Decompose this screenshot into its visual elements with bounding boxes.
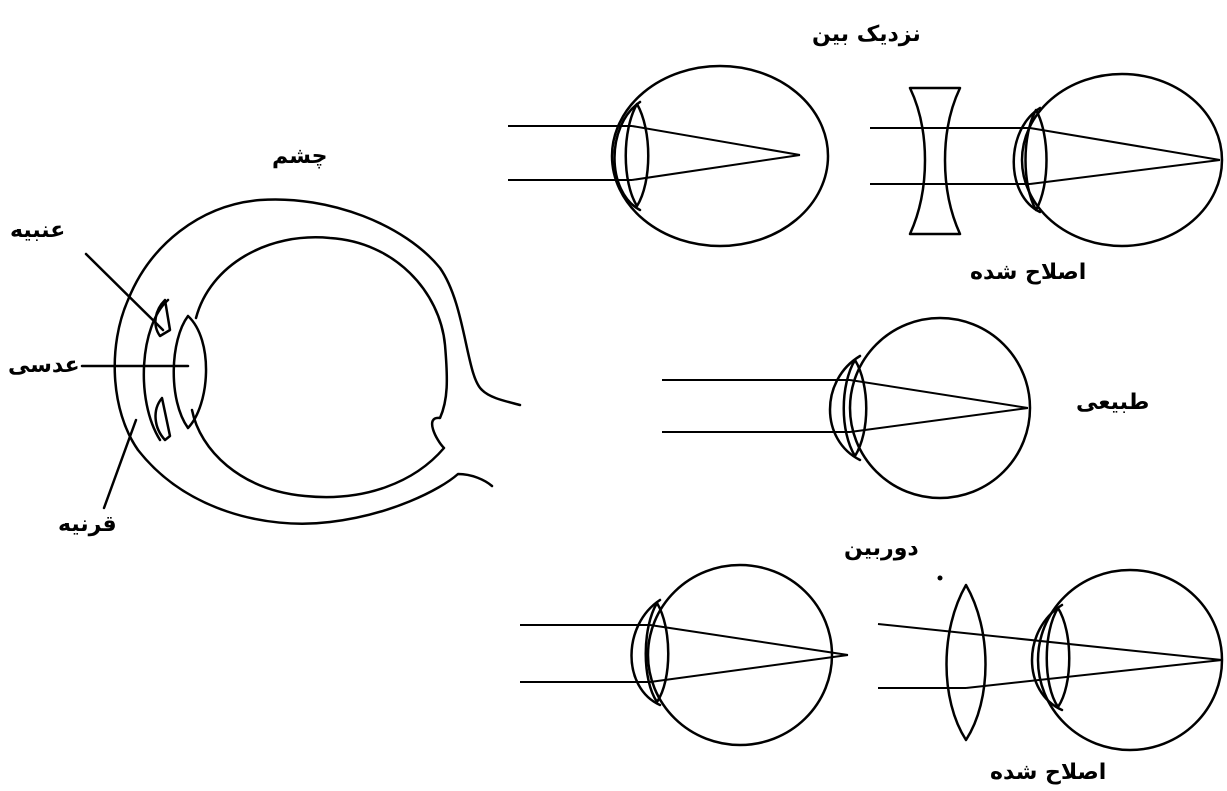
cornea	[615, 102, 641, 210]
normal-eye-label: طبیعی	[1076, 392, 1149, 414]
refracted-ray-top	[850, 380, 1028, 408]
cornea-leader-line	[104, 420, 136, 508]
eyeball	[1038, 570, 1222, 750]
refracted-ray-top	[1030, 128, 1220, 160]
eyeball	[850, 318, 1030, 498]
normal-eye	[662, 318, 1030, 498]
refracted-ray-bottom	[850, 408, 1028, 432]
lens	[844, 360, 867, 456]
refracted-ray-bottom	[650, 655, 848, 682]
myopia-eye-corrected	[870, 74, 1222, 246]
myopia-corrected-label: اصلاح شده	[970, 262, 1086, 284]
concave-lens	[910, 88, 960, 234]
refracted-ray-bottom	[632, 155, 800, 180]
eyeball	[648, 565, 832, 745]
myopia-eye-uncorrected	[508, 66, 828, 246]
lens-label: عدسی	[8, 355, 80, 377]
lens	[1026, 110, 1047, 210]
refracted-ray-bottom	[1030, 160, 1220, 184]
hyperopia-eye-corrected	[878, 570, 1222, 750]
convex-lens	[947, 585, 986, 740]
cornea-label: قرنیه	[58, 514, 117, 536]
refracted-ray-top	[650, 625, 848, 655]
eye-inner-wall	[192, 237, 447, 497]
hyperopia-corrected-label: اصلاح شده	[990, 762, 1106, 784]
iris-label: عنبیه	[10, 220, 65, 242]
refracted-ray-bottom	[966, 660, 1222, 688]
eyeball	[1022, 74, 1222, 246]
refracted-ray-top	[632, 126, 800, 155]
eye-outer-wall	[115, 199, 520, 523]
lens	[626, 104, 649, 206]
lens	[1047, 608, 1070, 707]
cornea	[1014, 108, 1040, 212]
hyperopia-eye-uncorrected	[520, 565, 943, 745]
eye-anatomy	[82, 199, 520, 523]
iris-leader-line	[86, 254, 163, 330]
hyperopia-label: دوربین	[844, 538, 919, 560]
eye-title-label: چشم	[272, 146, 328, 168]
crystalline-lens	[174, 316, 206, 428]
myopia-label: نزدیک بین	[812, 24, 921, 46]
speck	[938, 576, 943, 581]
